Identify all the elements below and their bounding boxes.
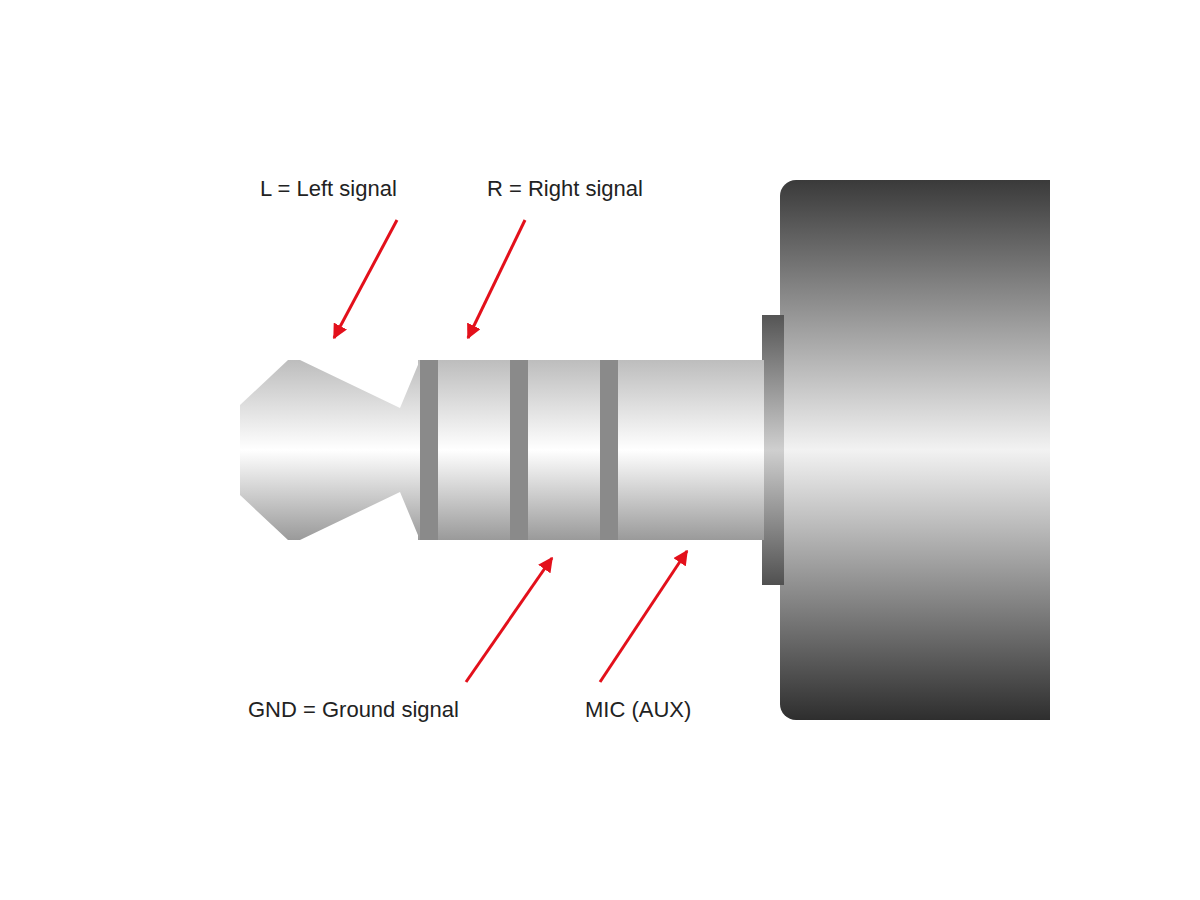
plug-housing: [780, 180, 1080, 720]
signal-label: GND = Ground signal: [248, 697, 459, 723]
leader-arrow: [600, 551, 687, 682]
signal-label: L = Left signal: [260, 176, 397, 202]
housing-cut: [1050, 170, 1200, 730]
plug-collar: [762, 315, 784, 585]
leader-arrow: [466, 558, 552, 682]
signal-label: MIC (AUX): [585, 697, 691, 723]
insulator-ring: [600, 360, 618, 540]
plug-tip: [240, 360, 420, 540]
plug-shaft: [418, 360, 764, 540]
signal-label: R = Right signal: [487, 176, 643, 202]
insulator-ring: [420, 360, 438, 540]
insulator-ring: [510, 360, 528, 540]
leader-arrow: [468, 220, 525, 338]
leader-arrow: [334, 220, 397, 338]
